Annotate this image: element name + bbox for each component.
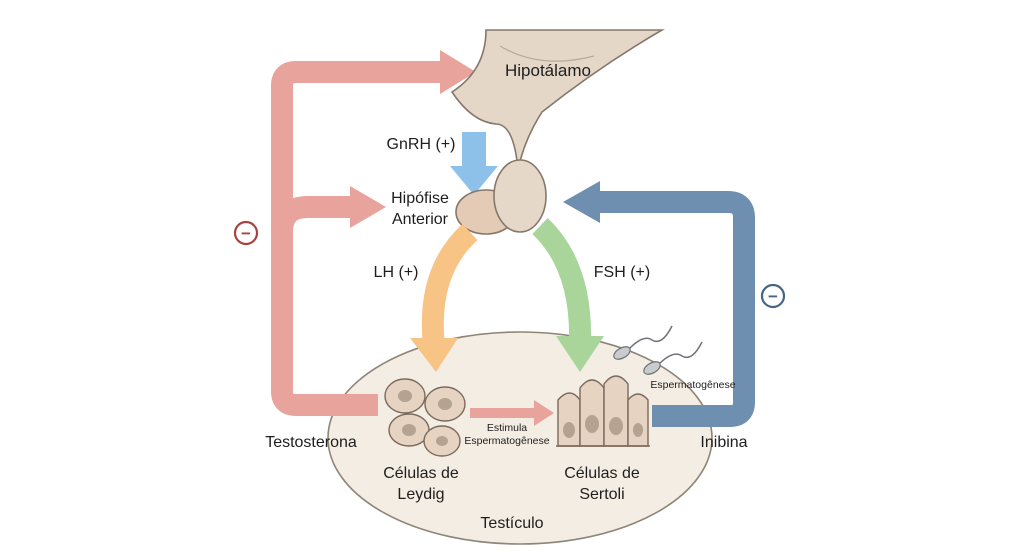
stimulates-label-line2: Espermatogênese xyxy=(464,435,549,447)
lh-arrow xyxy=(410,223,478,372)
testis-label: Testículo xyxy=(480,515,543,532)
lh-label: LH (+) xyxy=(374,264,419,281)
stimulates-label-line1: Estimula xyxy=(487,422,527,434)
gnrh-label: GnRH (+) xyxy=(387,136,456,153)
testosterone-feedback-loop xyxy=(271,50,476,416)
testosterone-negative-symbol: − xyxy=(241,224,251,243)
inhibin-negative-symbol: − xyxy=(768,287,778,306)
sertoli-cells xyxy=(556,375,650,447)
anterior-pituitary-illustration xyxy=(455,159,547,235)
gnrh-arrow xyxy=(450,132,498,195)
arrowhead-to-hypothalamus xyxy=(440,50,476,94)
sertoli-label-line1: Células de xyxy=(564,465,640,482)
arrowhead-to-pituitary xyxy=(350,186,386,228)
pituitary-label-line1: Hipófise xyxy=(391,190,449,207)
leydig-cells xyxy=(384,378,466,457)
leydig-label-line1: Células de xyxy=(383,465,459,482)
hypothalamus-label: Hipotálamo xyxy=(505,61,591,80)
inhibin-negative-badge: − xyxy=(760,283,786,309)
inhibin-label: Inibina xyxy=(700,434,747,451)
leydig-label-line2: Leydig xyxy=(397,486,444,503)
hypothalamus-illustration xyxy=(450,29,665,171)
inhibin-feedback-loop xyxy=(563,181,755,427)
stimulate-arrow xyxy=(470,400,554,426)
fsh-label: FSH (+) xyxy=(594,264,650,281)
spermatogenesis-label: Espermatogênese xyxy=(650,379,735,391)
sperm-cells-icon xyxy=(613,325,703,375)
testosterone-label: Testosterona xyxy=(265,434,357,451)
sertoli-label-line2: Sertoli xyxy=(579,486,624,503)
fsh-arrow xyxy=(532,218,604,372)
hypothalamus-fold xyxy=(499,45,595,62)
arrowhead-to-pituitary-from-inhibin xyxy=(563,181,600,223)
pituitary-label-line2: Anterior xyxy=(392,211,449,228)
testosterone-negative-badge: − xyxy=(233,220,259,246)
